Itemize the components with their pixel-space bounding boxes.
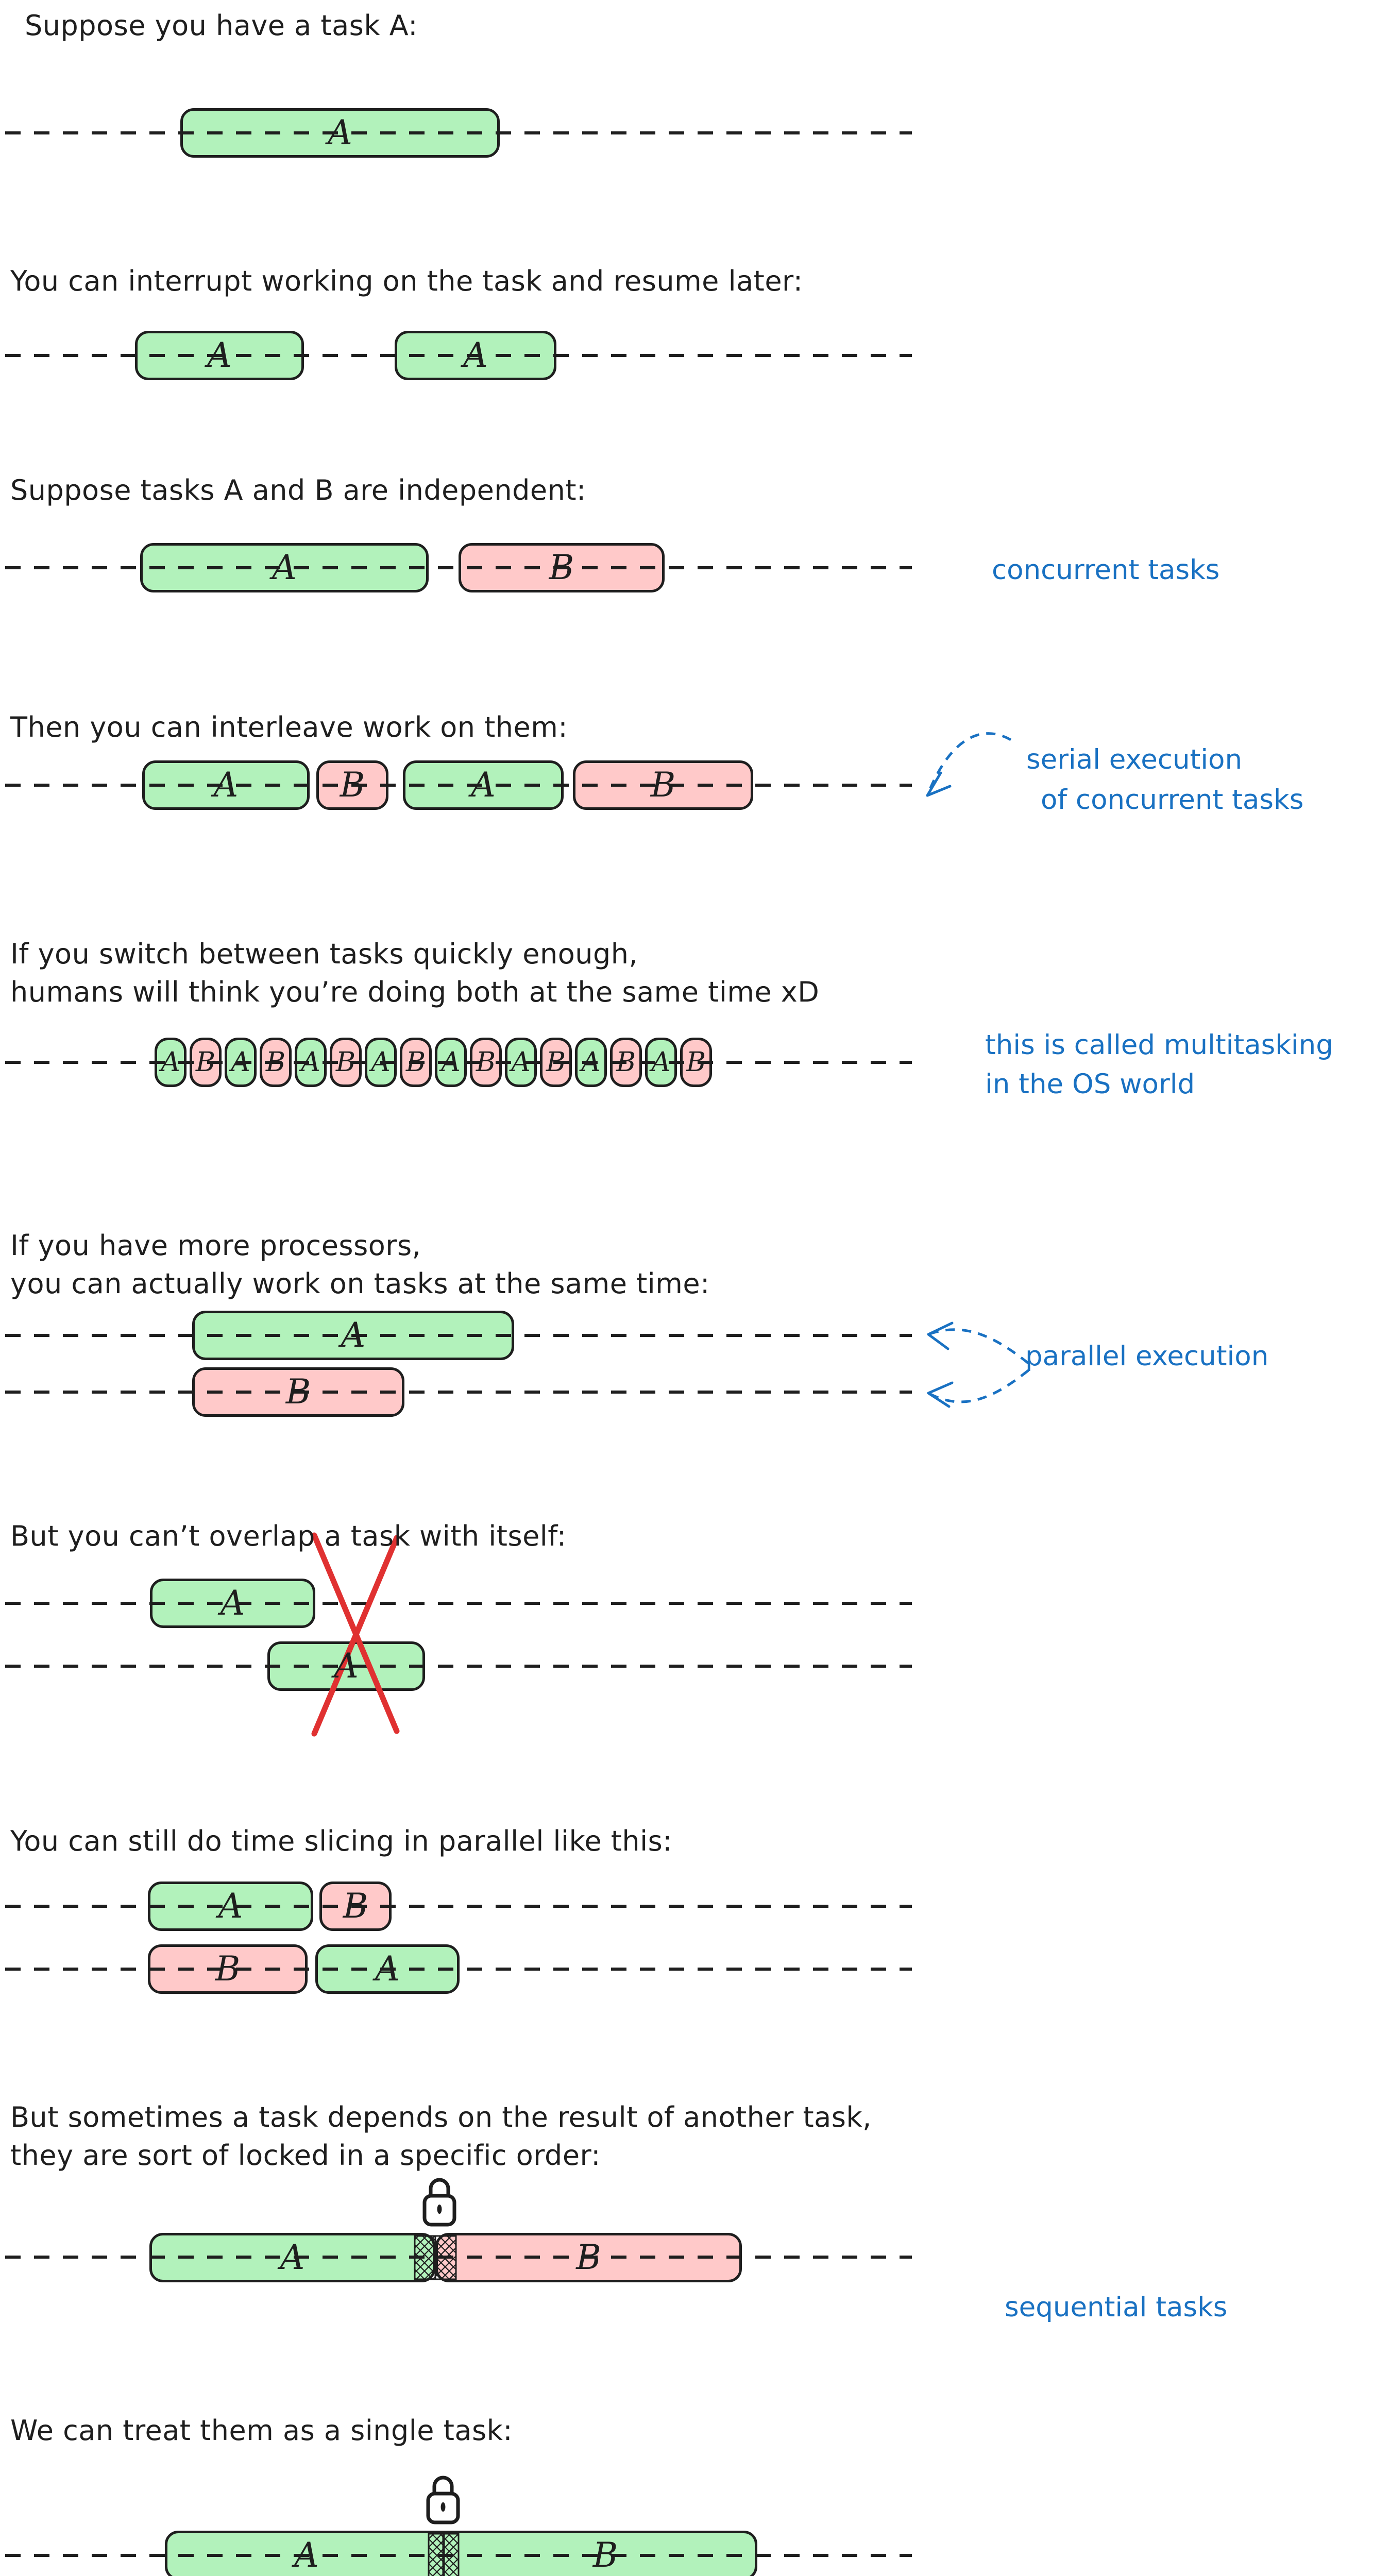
task-label: A xyxy=(375,1949,400,1989)
heading-no-overlap: But you can’t overlap a task with itself… xyxy=(10,1520,567,1552)
annotation-multitasking: this is called multitasking xyxy=(985,1029,1333,1061)
task-box-b: B xyxy=(680,1038,712,1087)
task-label: B xyxy=(195,1047,216,1078)
task-box-b: B xyxy=(435,2233,742,2282)
task-label: B xyxy=(546,1047,566,1078)
task-box-a: A xyxy=(140,543,429,592)
heading-depends-line1: But sometimes a task depends on the resu… xyxy=(10,2101,872,2133)
annotation-serial-execution-2: of concurrent tasks xyxy=(1041,784,1304,816)
task-label: B xyxy=(650,765,676,805)
task-box-a: A xyxy=(142,760,310,810)
task-box-a: A xyxy=(505,1038,537,1087)
task-label: A xyxy=(231,1047,250,1078)
task-box-b: B xyxy=(192,1367,404,1417)
task-box-a: A xyxy=(295,1038,327,1087)
task-label: A xyxy=(301,1047,320,1078)
task-box-a: A xyxy=(149,2233,435,2282)
task-box-b: B xyxy=(316,760,388,810)
task-box-a: A xyxy=(365,1038,397,1087)
heading-interleave: Then you can interleave work on them: xyxy=(10,711,568,743)
task-label: A xyxy=(218,1886,243,1926)
task-label: A xyxy=(213,765,239,805)
task-box-b: B xyxy=(319,1882,392,1931)
task-box-b: B xyxy=(148,1944,308,1994)
task-box-a: A xyxy=(403,760,564,810)
parallel-execution-arrow-icon xyxy=(927,1321,1029,1408)
task-label: A xyxy=(334,1646,359,1686)
task-label: B xyxy=(285,1372,311,1412)
task-box-a: A xyxy=(180,108,500,158)
annotation-concurrent-tasks: concurrent tasks xyxy=(992,554,1220,586)
task-box-b: B xyxy=(330,1038,362,1087)
task-label: B xyxy=(476,1047,496,1078)
task-label: B xyxy=(616,1047,636,1078)
task-label: B xyxy=(549,548,574,587)
task-box-a: A xyxy=(267,1641,425,1691)
annotation-sequential-tasks: sequential tasks xyxy=(1005,2292,1228,2323)
task-label: A xyxy=(207,335,232,375)
heading-single-task: We can treat them as a single task: xyxy=(10,2414,513,2447)
task-label: B xyxy=(265,1047,286,1078)
task-box-a: A xyxy=(148,1882,313,1931)
task-label: A xyxy=(581,1047,601,1078)
task-box-b: B xyxy=(573,760,753,810)
task-box-a: A xyxy=(155,1038,187,1087)
task-box-a: A xyxy=(192,1311,514,1360)
task-label: B xyxy=(576,2238,601,2277)
task-label: A xyxy=(441,1047,461,1078)
task-label: A xyxy=(651,1047,671,1078)
task-box-b: B xyxy=(470,1038,502,1087)
task-label: A xyxy=(463,335,488,375)
annotation-parallel-execution: parallel execution xyxy=(1025,1341,1269,1372)
lock-icon xyxy=(428,2478,458,2522)
task-label: B xyxy=(335,1047,356,1078)
task-label: B xyxy=(686,1047,706,1078)
heading-depends-line2: they are sort of locked in a specific or… xyxy=(10,2139,601,2172)
red-cross-icon xyxy=(311,1532,400,1737)
task-box-a: A xyxy=(150,1579,315,1628)
heading-task-a: Suppose you have a task A: xyxy=(25,9,418,42)
task-label: A xyxy=(294,2535,319,2575)
task-box-a: A xyxy=(315,1944,460,1994)
task-label: A xyxy=(341,1315,366,1355)
annotation-multitasking-2: in the OS world xyxy=(985,1069,1195,1100)
task-label: A xyxy=(280,2238,305,2277)
lock-icon xyxy=(425,2180,454,2225)
task-box-a: A xyxy=(395,331,556,380)
task-box-b: B xyxy=(459,543,665,592)
serial-execution-arrow-icon xyxy=(926,732,1012,797)
task-box-ab-combined: A B xyxy=(165,2531,757,2576)
heading-time-slicing: You can still do time slicing in paralle… xyxy=(10,1825,672,1857)
task-box-b: B xyxy=(540,1038,572,1087)
heading-interrupt: You can interrupt working on the task an… xyxy=(10,265,803,297)
task-label: A xyxy=(220,1583,245,1623)
annotation-serial-execution: serial execution xyxy=(1026,744,1243,775)
task-label: A xyxy=(471,765,496,805)
task-box-b: B xyxy=(260,1038,292,1087)
task-label: A xyxy=(272,548,297,587)
task-box-a: A xyxy=(135,331,304,380)
task-label: B xyxy=(343,1886,368,1926)
task-label: A xyxy=(371,1047,391,1078)
task-box-b: B xyxy=(400,1038,432,1087)
heading-processors-line1: If you have more processors, xyxy=(10,1229,421,1262)
task-label: B xyxy=(592,2535,618,2575)
task-box-a: A xyxy=(225,1038,257,1087)
task-label: B xyxy=(340,765,365,805)
task-box-a: A xyxy=(645,1038,677,1087)
heading-switch-line2: humans will think you’re doing both at t… xyxy=(10,976,820,1008)
task-label: A xyxy=(328,113,352,152)
task-label: B xyxy=(405,1047,426,1078)
heading-processors-line2: you can actually work on tasks at the sa… xyxy=(10,1267,710,1300)
task-box-b: B xyxy=(610,1038,642,1087)
task-box-a: A xyxy=(435,1038,467,1087)
heading-switch-line1: If you switch between tasks quickly enou… xyxy=(10,938,638,970)
heading-independent: Suppose tasks A and B are independent: xyxy=(10,474,586,506)
task-label: B xyxy=(215,1949,241,1989)
task-box-a: A xyxy=(575,1038,607,1087)
task-label: A xyxy=(511,1047,531,1078)
task-box-b: B xyxy=(190,1038,222,1087)
task-label: A xyxy=(161,1047,180,1078)
